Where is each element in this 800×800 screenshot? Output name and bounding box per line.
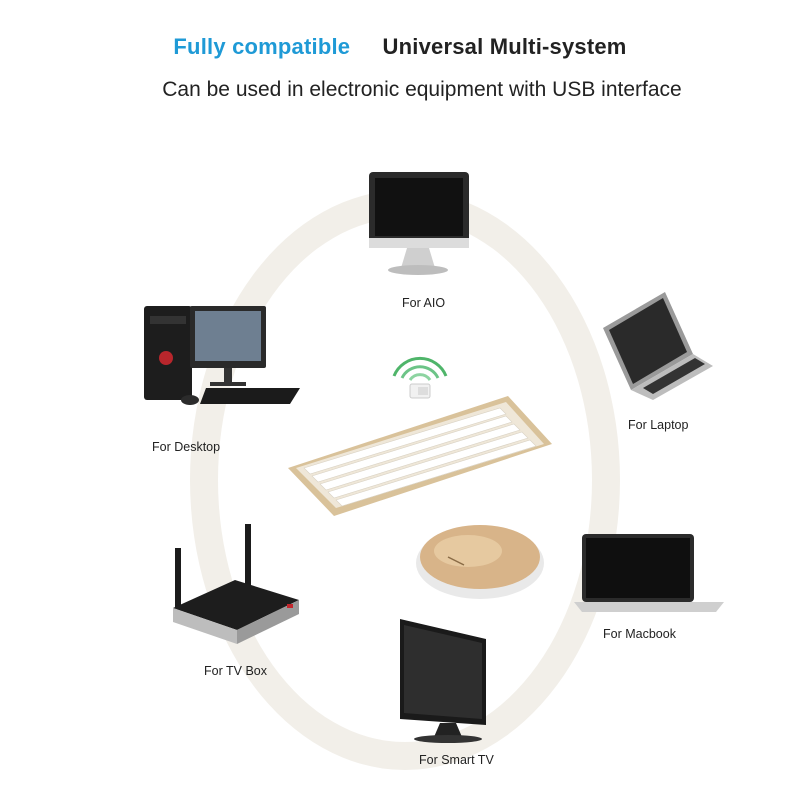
caption-macbook: For Macbook	[603, 627, 676, 641]
caption-desktop: For Desktop	[152, 440, 221, 454]
mouse-image	[408, 515, 553, 605]
desktop-computer-image	[140, 300, 305, 410]
smart-tv-image	[396, 615, 506, 745]
caption-smarttv: For Smart TV	[419, 753, 494, 767]
macbook-image	[574, 530, 724, 615]
headline-title: Universal Multi-system	[382, 34, 627, 59]
caption-tvbox: For TV Box	[204, 664, 267, 678]
usb-receiver-image	[390, 350, 450, 406]
subtitle: Can be used in electronic equipment with…	[162, 78, 682, 101]
headline-accent: Fully compatible	[173, 34, 351, 59]
laptop-image	[595, 288, 717, 400]
tv-box-image	[165, 520, 310, 645]
caption-aio: For AIO	[402, 296, 446, 310]
aio-computer-image	[355, 168, 480, 283]
caption-laptop: For Laptop	[628, 418, 689, 432]
headline: Fully compatible Universal Multi-system	[0, 34, 800, 60]
keyboard-image	[282, 390, 557, 520]
